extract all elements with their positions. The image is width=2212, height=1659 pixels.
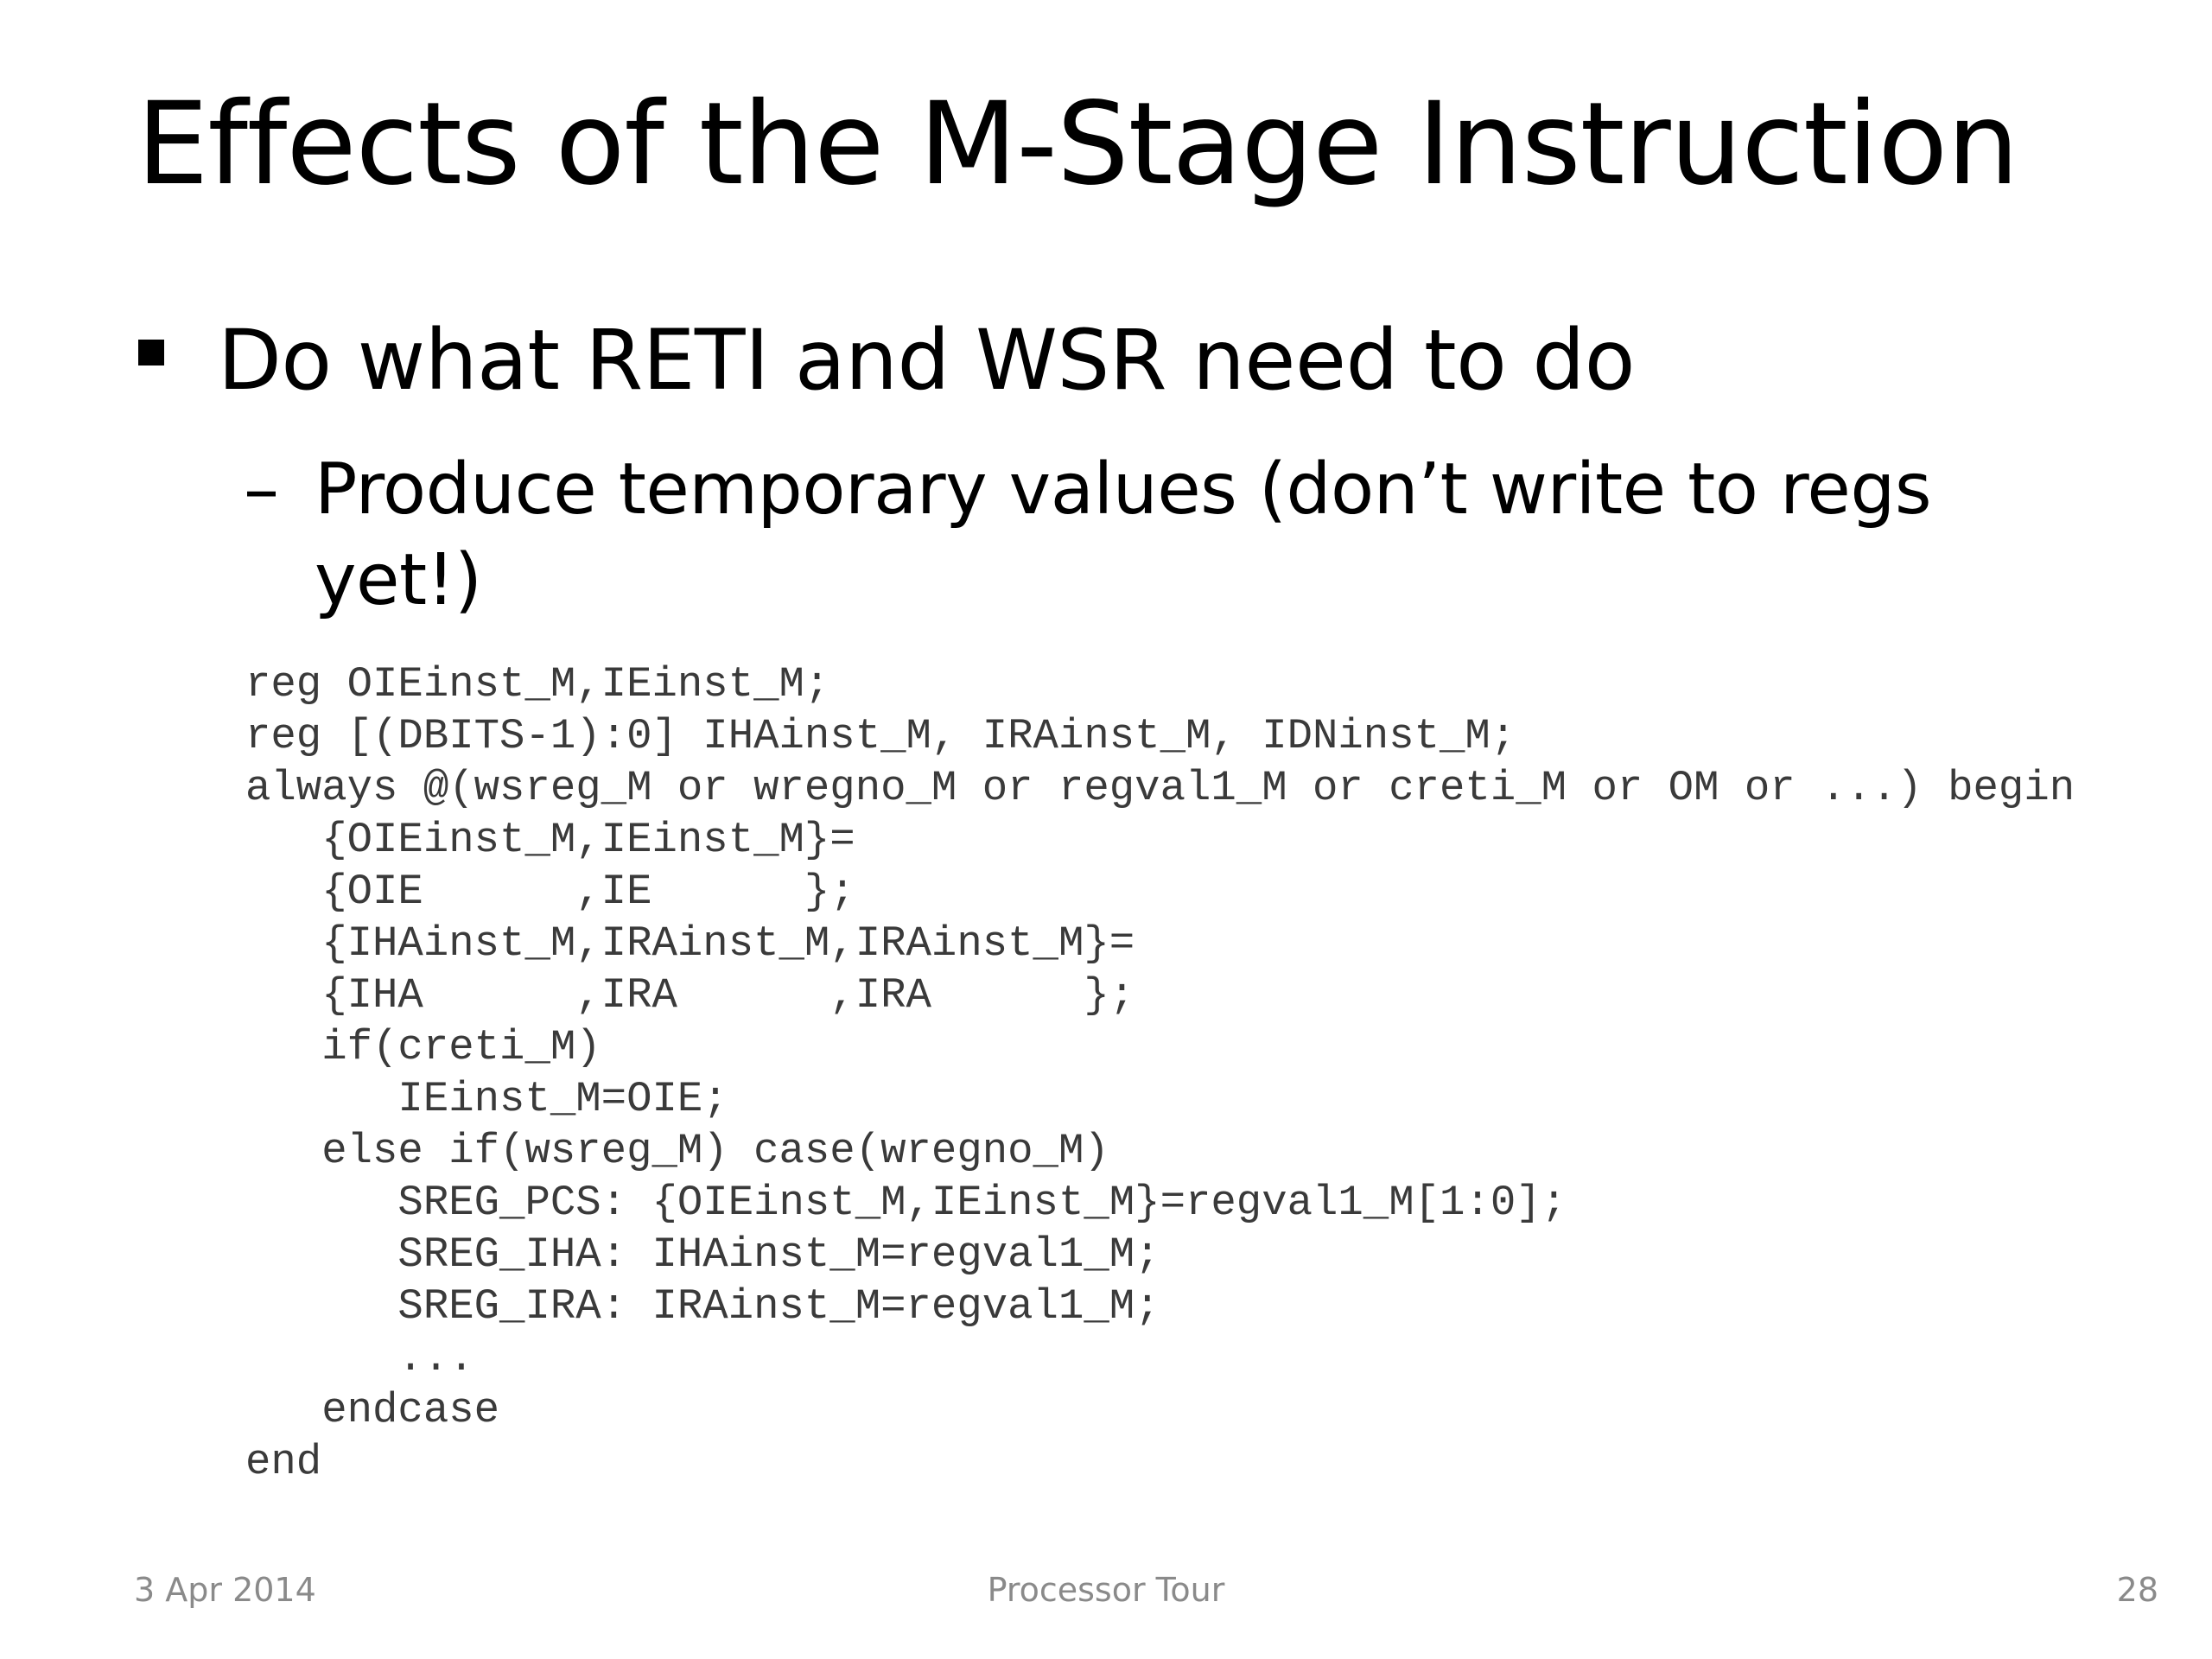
code-line: IEinst_M=OIE;	[245, 1075, 728, 1123]
footer-title: Processor Tour	[987, 1571, 1225, 1609]
code-line: always @(wsreg_M or wregno_M or regval1_…	[245, 764, 2075, 812]
code-line: ...	[245, 1334, 474, 1382]
code-line: {IHA ,IRA ,IRA };	[245, 971, 1135, 1020]
code-line: end	[245, 1438, 322, 1486]
sub-bullet-item: – Produce temporary values (don’t write …	[244, 445, 2060, 626]
bullet-item: Do what RETI and WSR need to do	[138, 304, 1636, 416]
slide-title: Effects of the M-Stage Instruction	[137, 78, 2019, 211]
code-line: SREG_IRA: IRAinst_M=regval1_M;	[245, 1282, 1160, 1331]
bullet-text: Do what RETI and WSR need to do	[218, 312, 1636, 409]
code-block: reg OIEinst_M,IEinst_M;reg [(DBITS-1):0]…	[245, 658, 2075, 1488]
slide-number: 28	[2116, 1571, 2158, 1609]
dash-bullet-icon: –	[244, 448, 279, 531]
square-bullet-icon	[138, 340, 164, 365]
code-line: {OIE ,IE };	[245, 868, 855, 916]
code-line: {OIEinst_M,IEinst_M}=	[245, 816, 855, 864]
code-line: SREG_IHA: IHAinst_M=regval1_M;	[245, 1230, 1160, 1279]
footer-date: 3 Apr 2014	[134, 1571, 316, 1609]
code-line: reg OIEinst_M,IEinst_M;	[245, 660, 830, 709]
code-line: endcase	[245, 1386, 500, 1434]
code-line: SREG_PCS: {OIEinst_M,IEinst_M}=regval1_M…	[245, 1179, 1567, 1227]
sub-bullet-text: Produce temporary values (don’t write to…	[315, 448, 1932, 621]
code-line: else if(wsreg_M) case(wregno_M)	[245, 1127, 1109, 1175]
code-line: if(creti_M)	[245, 1023, 601, 1071]
code-line: reg [(DBITS-1):0] IHAinst_M, IRAinst_M, …	[245, 712, 1516, 760]
code-line: {IHAinst_M,IRAinst_M,IRAinst_M}=	[245, 919, 1135, 968]
